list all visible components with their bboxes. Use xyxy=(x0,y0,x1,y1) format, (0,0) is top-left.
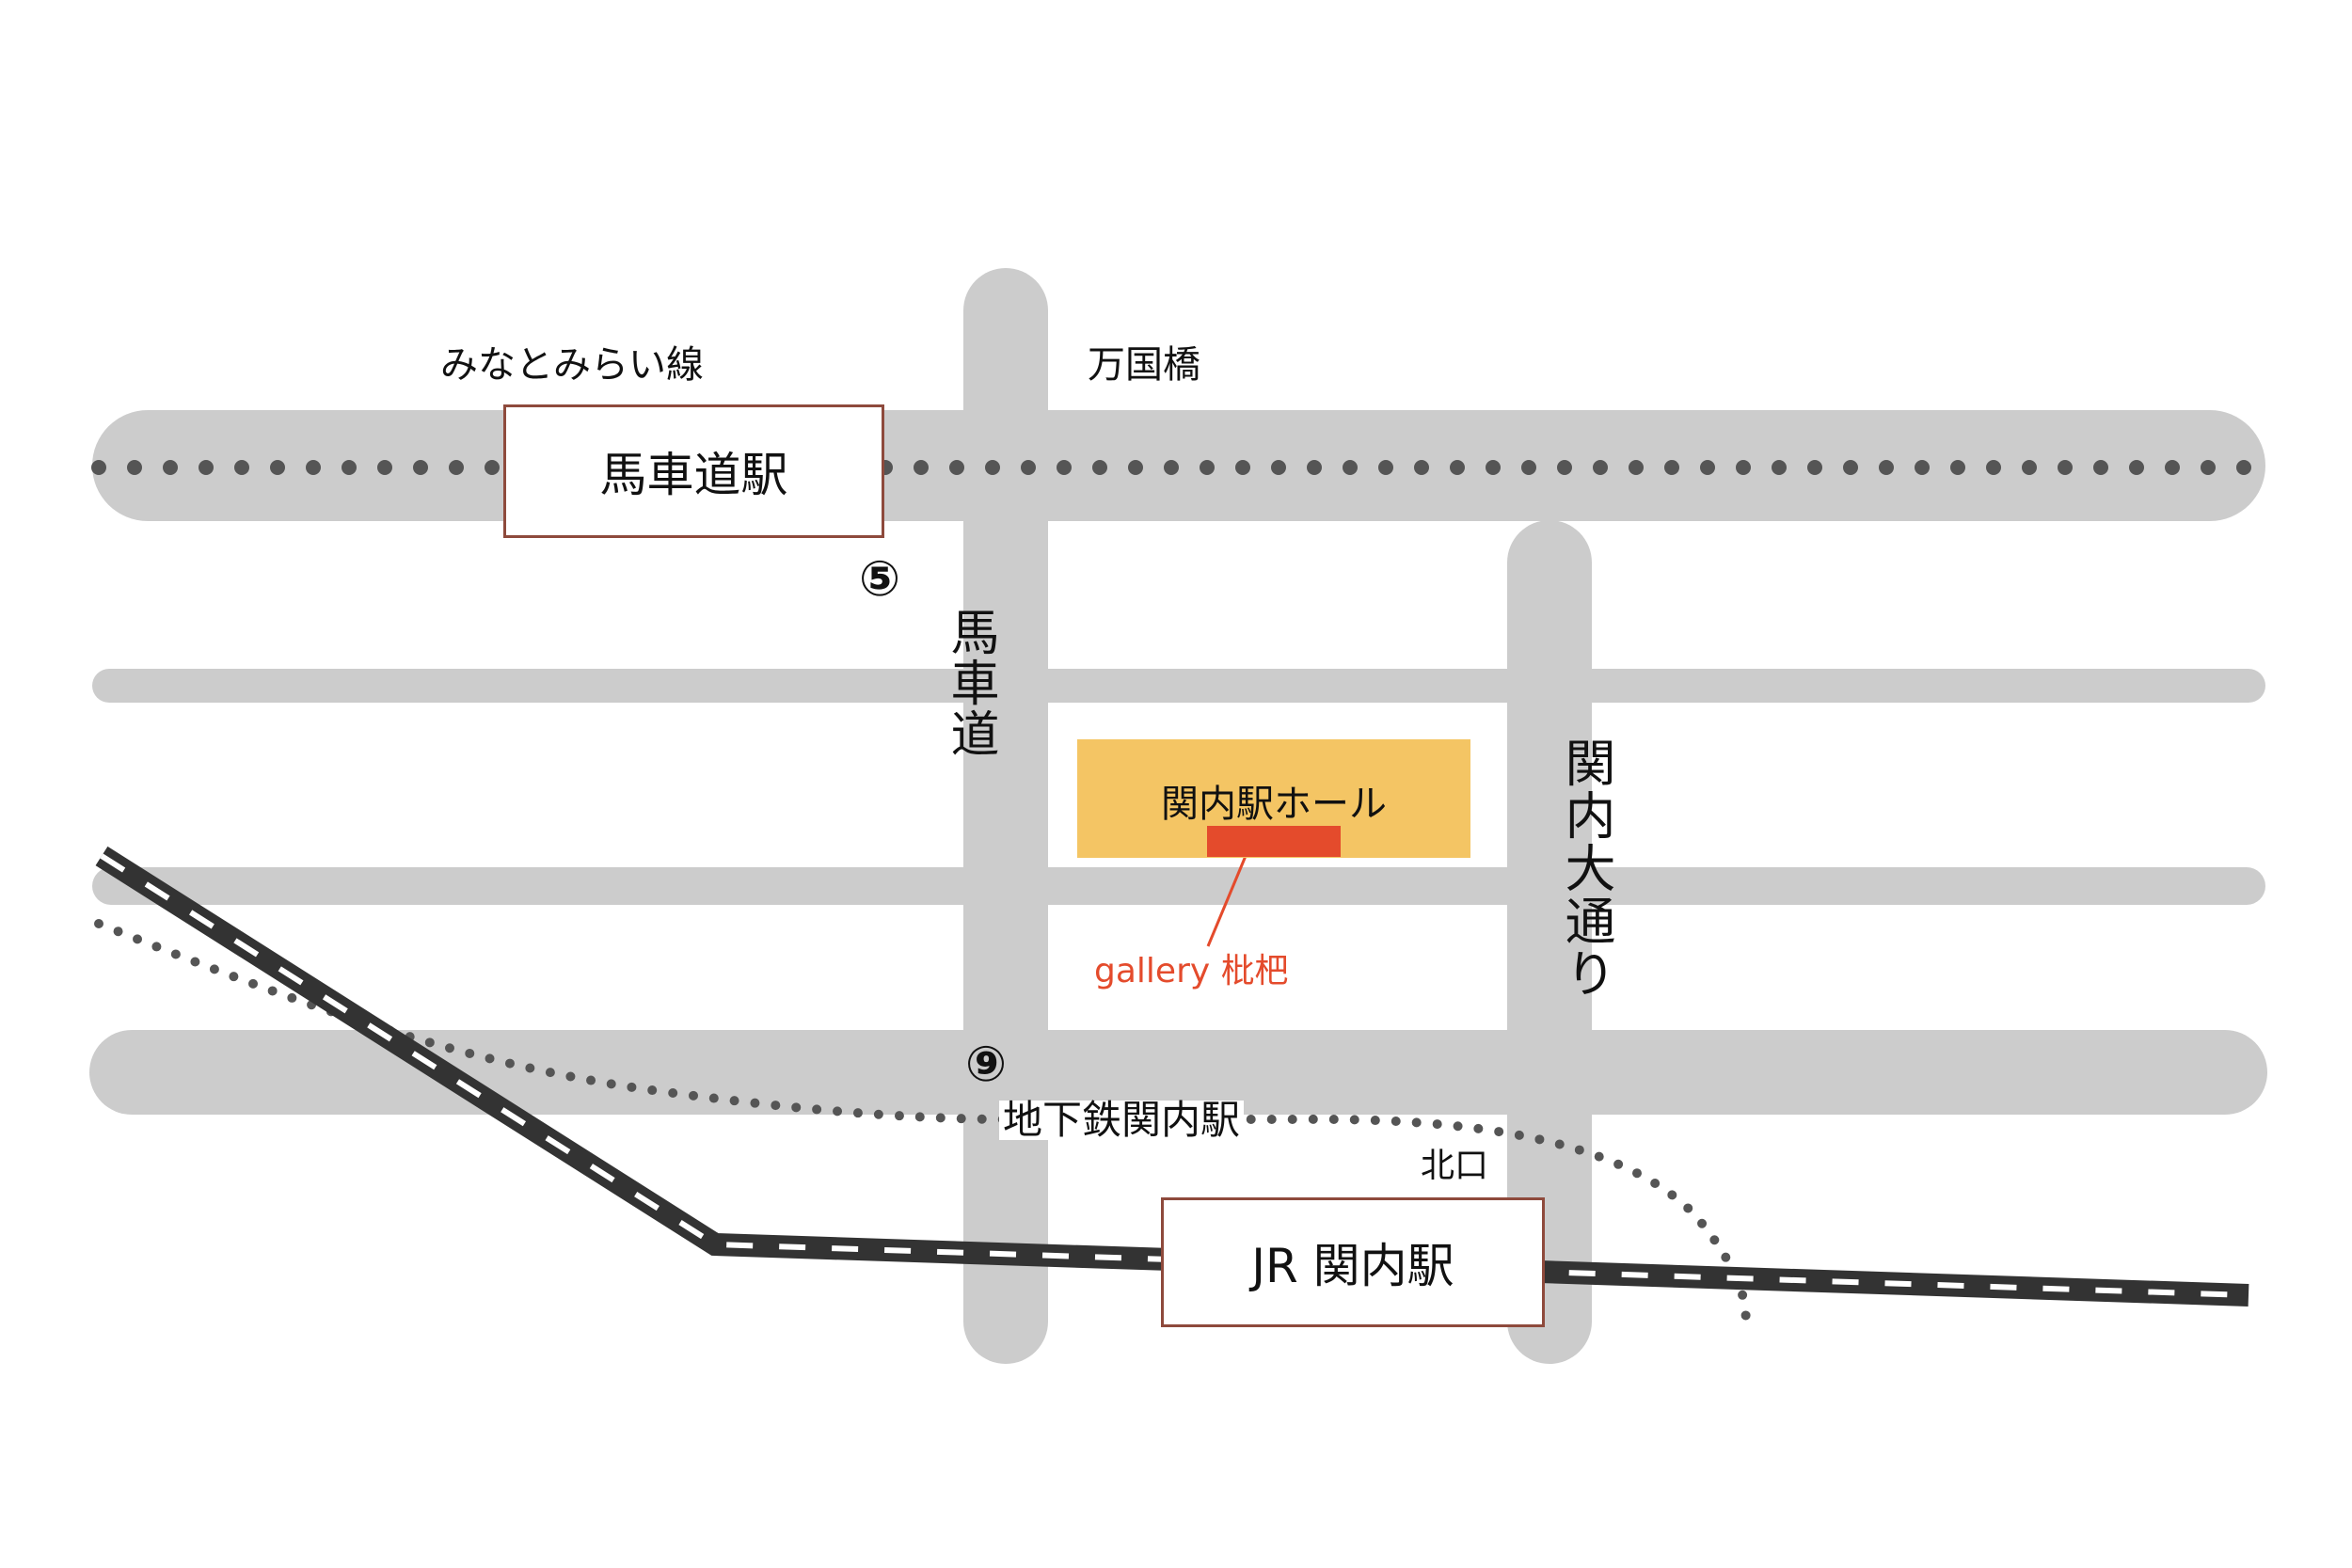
road-mid-2 xyxy=(92,867,2265,905)
road-bottom-wide xyxy=(89,1030,2267,1115)
road-kannai-odori xyxy=(1507,520,1592,1364)
gallery-pointer-line xyxy=(1206,855,1248,947)
jr-kannai-station-label: JR 関内駅 xyxy=(1251,1239,1454,1293)
minatomirai-line-label: みなとみらい線 xyxy=(440,343,704,387)
exit-9-marker: ⑨ xyxy=(965,1037,1008,1093)
bashamichi-station-label: 馬車道駅 xyxy=(599,448,788,502)
bashamichi-road-label: 馬車道 xyxy=(942,607,998,759)
subway-kannai-station-label: 地下鉄関内駅 xyxy=(999,1101,1245,1140)
gallery-biwa-label: gallery 枇杷 xyxy=(1094,952,1289,990)
jr-kannai-station-box[interactable]: JR 関内駅 xyxy=(1161,1197,1545,1327)
jr-rail-line-dashes xyxy=(100,853,2249,1298)
kannai-station-hall-label: 関内駅ホール xyxy=(1161,783,1387,826)
north-exit-label: 北口 xyxy=(1421,1147,1489,1185)
road-mid-1 xyxy=(92,669,2265,703)
bashamichi-station-box[interactable]: 馬車道駅 xyxy=(503,404,884,538)
exit-5-marker: ⑤ xyxy=(859,551,901,608)
kannai-odori-road-label: 関内大通り xyxy=(1556,736,1615,1000)
gallery-biwa-marker[interactable] xyxy=(1207,826,1341,857)
bankokubashi-label: 万国橋 xyxy=(1088,343,1200,387)
